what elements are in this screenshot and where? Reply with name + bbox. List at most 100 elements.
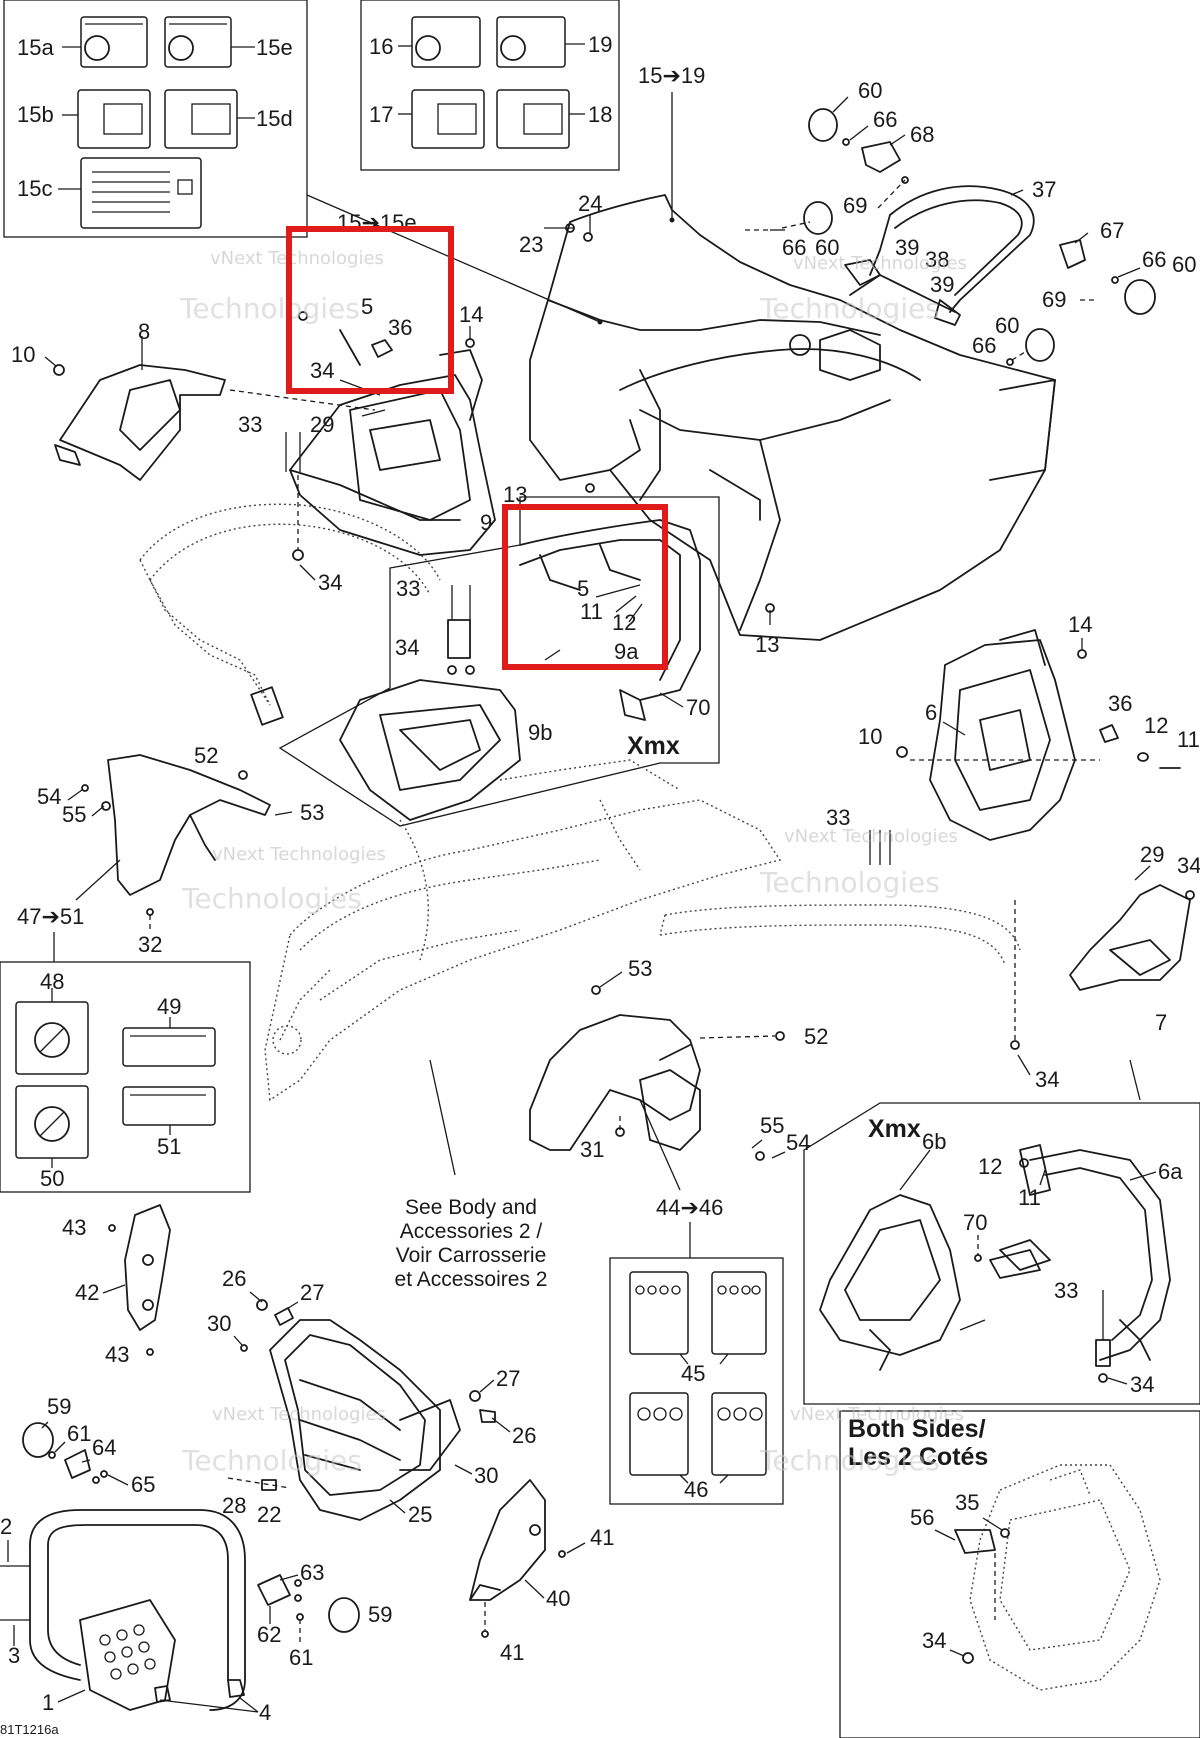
- callout-range-15-19: 15➔19: [638, 63, 705, 88]
- callout-69-top: 69: [843, 193, 867, 218]
- decal-box-15: 15a 15e 15b 15d 15c: [3, 0, 308, 238]
- bracket-67: [1059, 239, 1086, 269]
- callout-34-upper: 34: [310, 358, 334, 383]
- callout-23: 23: [519, 232, 543, 257]
- callout-56: 56: [910, 1505, 934, 1530]
- callout-3: 3: [8, 1643, 20, 1668]
- callout-59-bottom: 59: [368, 1602, 392, 1627]
- xmx-box-right: Xmx 6b 12 11 6a 70 33 34: [803, 1102, 1200, 1405]
- right-frame-bumper: [659, 904, 1021, 966]
- fender-left: [107, 754, 271, 896]
- callout-10-right: 10: [858, 724, 882, 749]
- callout-45: 45: [681, 1361, 705, 1386]
- callout-2: 2: [0, 1514, 12, 1539]
- decal-15a: [80, 16, 148, 68]
- watermark-text: Technologies: [181, 882, 362, 915]
- callout-1: 1: [42, 1690, 54, 1715]
- callout-30-upper: 30: [207, 1311, 231, 1336]
- callout-67: 67: [1100, 218, 1124, 243]
- callout-5-upper: 5: [361, 294, 373, 319]
- callout-4: 4: [259, 1700, 271, 1725]
- watermark-text: vNext Technologies: [793, 253, 967, 274]
- skid-ghost: [969, 1464, 1161, 1691]
- callout-11-xmxright: 11: [1018, 1185, 1041, 1210]
- watermark-text: vNext Technologies: [210, 248, 384, 269]
- see-also-note: See Body and Accessories 2 / Voir Carros…: [395, 1059, 547, 1291]
- callout-54-right: 54: [786, 1130, 810, 1155]
- callout-30-right: 30: [474, 1463, 498, 1488]
- highlight-box-upper: [286, 226, 454, 394]
- callout-66-lower: 66: [972, 333, 996, 358]
- callout-55-left: 55: [62, 802, 86, 827]
- callout-34-xmx: 34: [395, 635, 419, 660]
- callout-14-right: 14: [1068, 612, 1092, 637]
- bumper-6a: [999, 1144, 1171, 1361]
- cap-60-top: 60: [808, 78, 882, 142]
- callout-15e: 15e: [256, 35, 293, 60]
- main-frame: [264, 759, 782, 1102]
- callout-49: 49: [157, 994, 181, 1019]
- callout-61-bottom: 61: [289, 1645, 313, 1670]
- callout-12-xmxright: 12: [978, 1154, 1002, 1179]
- callout-15c: 15c: [17, 176, 52, 201]
- callout-17: 17: [369, 102, 393, 127]
- callout-34-left: 34: [318, 570, 342, 595]
- callout-13-upper: 13: [503, 482, 527, 507]
- callout-43-upper: 43: [62, 1215, 86, 1240]
- callout-42: 42: [75, 1280, 99, 1305]
- callout-60-top: 60: [858, 78, 882, 103]
- callout-33-xmxright: 33: [1054, 1278, 1078, 1303]
- callout-52-right: 52: [804, 1024, 828, 1049]
- xmx-box-left: [278, 496, 720, 827]
- bracket-8: [54, 364, 226, 481]
- skid-plate-6: [929, 629, 1076, 841]
- callout-55-right: 55: [760, 1113, 784, 1138]
- callout-52-left: 52: [194, 743, 218, 768]
- callout-range-44-46: 44➔46: [656, 1195, 723, 1220]
- callout-29-right: 29: [1140, 842, 1164, 867]
- bracket-7: [1069, 884, 1191, 991]
- watermark-text: Technologies: [181, 1444, 362, 1477]
- callout-35: 35: [955, 1490, 979, 1515]
- callout-range-47-51: 47➔51: [17, 904, 84, 929]
- callout-60-right: 60: [1172, 252, 1196, 277]
- callout-34-bothsides: 34: [922, 1628, 946, 1653]
- both-sides-box: Both Sides/ Les 2 Cotés 56 35 34: [839, 1410, 1200, 1738]
- callout-16: 16: [369, 34, 393, 59]
- callout-19: 19: [588, 32, 612, 57]
- decal-15e: [164, 16, 232, 68]
- watermark-text: vNext Technologies: [212, 1404, 386, 1425]
- watermark-text: vNext Technologies: [784, 826, 958, 847]
- callout-36-right: 36: [1108, 691, 1132, 716]
- callout-27-upper: 27: [300, 1280, 324, 1305]
- callout-26-right: 26: [512, 1423, 536, 1448]
- decal-15b: [77, 89, 151, 149]
- callout-6a: 6a: [1158, 1159, 1183, 1184]
- callout-6b: 6b: [922, 1129, 946, 1154]
- cap-60-lower: [1025, 328, 1055, 362]
- callout-11-right: 11: [1177, 727, 1200, 752]
- bracket-68: [861, 141, 901, 173]
- grille-25: [269, 1319, 461, 1521]
- callout-38: 38: [925, 247, 949, 272]
- note-line-2: Accessories 2 /: [400, 1220, 543, 1243]
- label-both-sides-line1: Both Sides/: [848, 1415, 986, 1443]
- watermark-text: Technologies: [759, 292, 940, 325]
- callout-14-left: 14: [459, 302, 483, 327]
- callout-13-lower: 13: [755, 632, 779, 657]
- highlight-box-lower: [502, 504, 668, 670]
- callout-60-mid: 60: [815, 235, 839, 260]
- callout-70-xmxright: 70: [963, 1210, 987, 1235]
- callout-66-right: 66: [1142, 247, 1166, 272]
- callout-8: 8: [138, 319, 150, 344]
- label-xmx-right: Xmx: [868, 1115, 921, 1143]
- decal-15c: [80, 157, 202, 229]
- rear-rack-37: [844, 185, 1035, 326]
- callout-66-top: 66: [873, 107, 897, 132]
- bracket-64: [64, 1449, 91, 1479]
- label-hood-callouts: 23 24: [519, 191, 675, 325]
- callout-70-xmx: 70: [686, 695, 710, 720]
- callout-36-upper: 36: [388, 315, 412, 340]
- callout-32: 32: [138, 932, 162, 957]
